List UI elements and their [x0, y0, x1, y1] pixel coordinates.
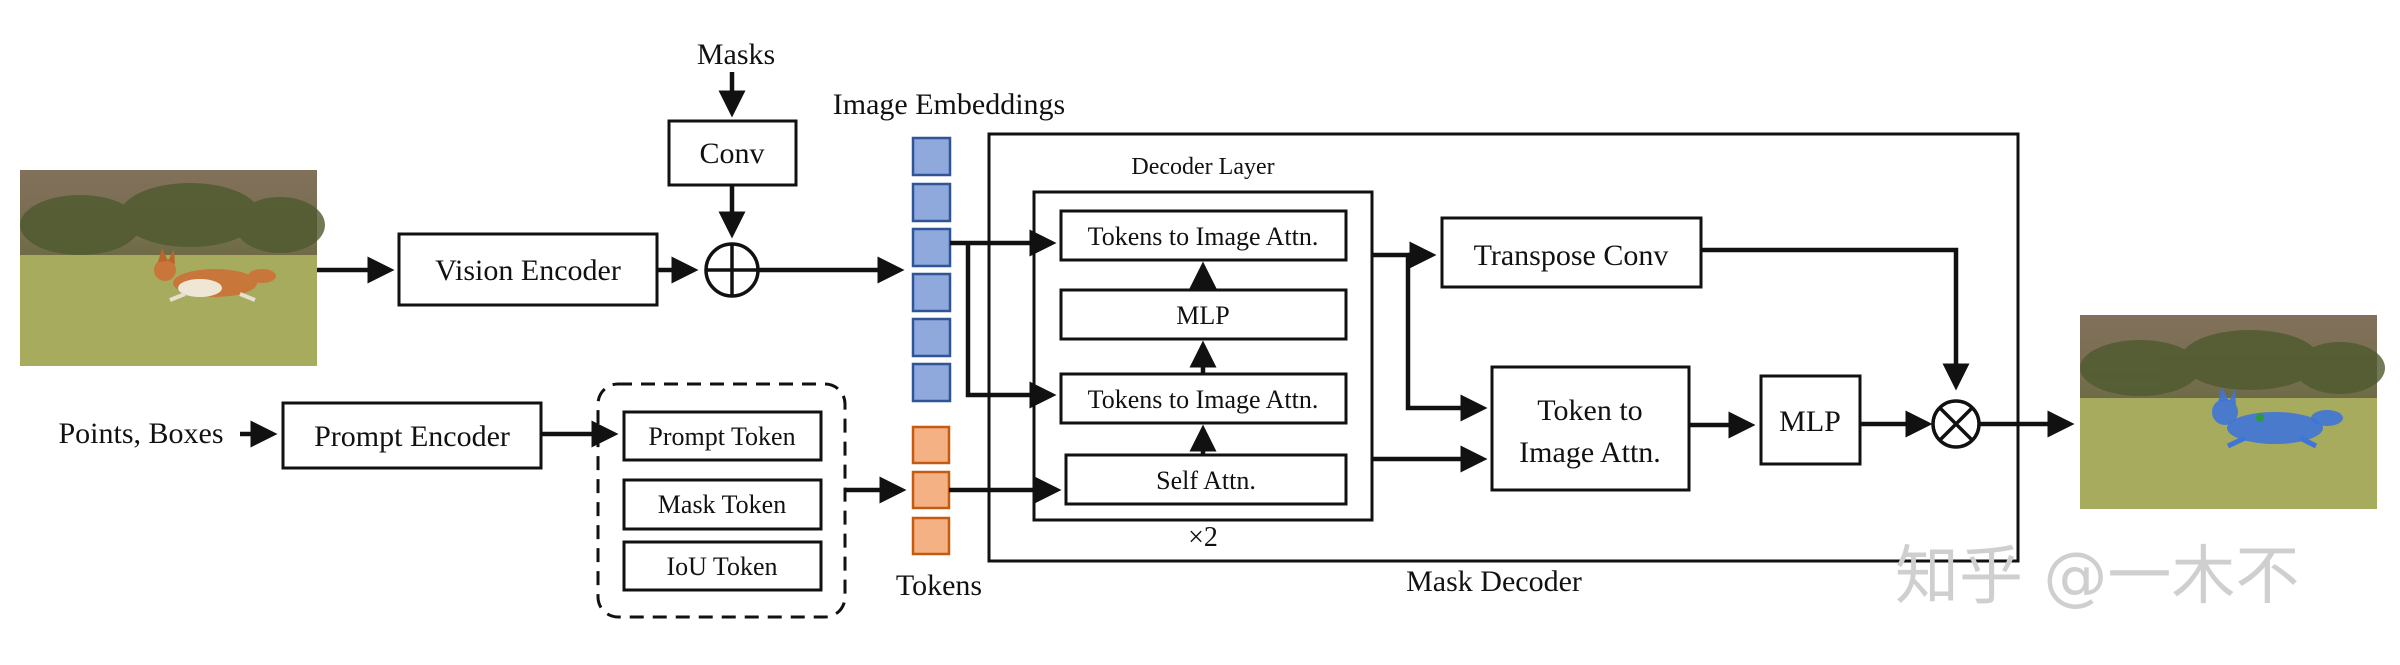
- multiply-operator-icon: [1931, 399, 1981, 449]
- dog-mask-overlay: [2212, 387, 2343, 449]
- points-boxes-label: Points, Boxes: [58, 417, 223, 450]
- decoder-layer-label: Decoder Layer: [1131, 154, 1274, 180]
- transpose-conv-box: [1440, 216, 1703, 289]
- input-dog-photo: [20, 170, 325, 366]
- repeat-times-label: ×2: [1188, 522, 1218, 553]
- dog-figure: [154, 248, 276, 302]
- embeddings-to-mid-attn-arrow: [965, 243, 1057, 409]
- self-attn-label: Self Attn.: [1156, 466, 1256, 495]
- sum-operator-icon: [704, 242, 760, 298]
- image-embedding-square: [911, 182, 952, 223]
- mask-decoder-frame: [987, 132, 2020, 563]
- prompt-encoder-box: [281, 401, 543, 470]
- image-embedding-square: [911, 136, 952, 177]
- tokens-to-image-attn-top-label: Tokens to Image Attn.: [1088, 222, 1319, 251]
- token-to-image-attn-label-line1: Token to: [1537, 394, 1642, 427]
- conv-box: [667, 119, 798, 187]
- prompt-token-box: [622, 410, 823, 462]
- tokens-label: Tokens: [896, 569, 982, 602]
- output-mlp-box: [1759, 374, 1862, 466]
- mask-token-box: [622, 478, 823, 531]
- token-square: [911, 470, 951, 510]
- iou-token-box: [622, 540, 823, 592]
- self-attn-box: [1064, 453, 1348, 506]
- embeddings-to-final-attn-arrow: [1372, 252, 1488, 422]
- mask-token-label: Mask Token: [658, 490, 786, 519]
- conv-label: Conv: [699, 137, 764, 170]
- image-embedding-square: [911, 272, 952, 313]
- output-masked-dog-photo: [2080, 315, 2385, 509]
- decoder-mlp-box: [1059, 288, 1348, 341]
- token-to-image-attn-box: [1490, 365, 1691, 492]
- masks-label: Masks: [697, 38, 775, 71]
- decoder-layer-frame: [1032, 190, 1374, 522]
- vision-encoder-box: [397, 232, 659, 307]
- tokens-to-image-attn-mid-label: Tokens to Image Attn.: [1088, 385, 1319, 414]
- tokens-to-image-attn-top-box: [1059, 209, 1348, 262]
- mask-decoder-label: Mask Decoder: [1406, 565, 1582, 598]
- output-mlp-label: MLP: [1779, 405, 1841, 438]
- tokens-stack: [911, 425, 951, 556]
- decoder-mlp-label: MLP: [1176, 301, 1229, 330]
- vision-encoder-label: Vision Encoder: [435, 254, 621, 287]
- transpose-conv-label: Transpose Conv: [1474, 239, 1669, 272]
- output-tokens-group: [596, 382, 847, 619]
- image-embeddings-label: Image Embeddings: [833, 88, 1065, 121]
- image-embedding-square: [911, 317, 952, 358]
- transpose-to-product-arrow: [1701, 247, 1970, 391]
- token-to-image-attn-label-line2: Image Attn.: [1519, 436, 1661, 469]
- image-embedding-square: [911, 362, 952, 403]
- token-square: [911, 516, 951, 556]
- iou-token-label: IoU Token: [666, 552, 777, 581]
- prompt-token-label: Prompt Token: [648, 422, 795, 451]
- image-embedding-square: [911, 227, 952, 268]
- token-square: [911, 425, 951, 465]
- image-embeddings-stack: [911, 136, 952, 403]
- prompt-encoder-label: Prompt Encoder: [314, 420, 510, 453]
- watermark-text: 知乎 @一木不: [1895, 540, 2299, 614]
- tokens-to-image-attn-mid-box: [1059, 372, 1348, 425]
